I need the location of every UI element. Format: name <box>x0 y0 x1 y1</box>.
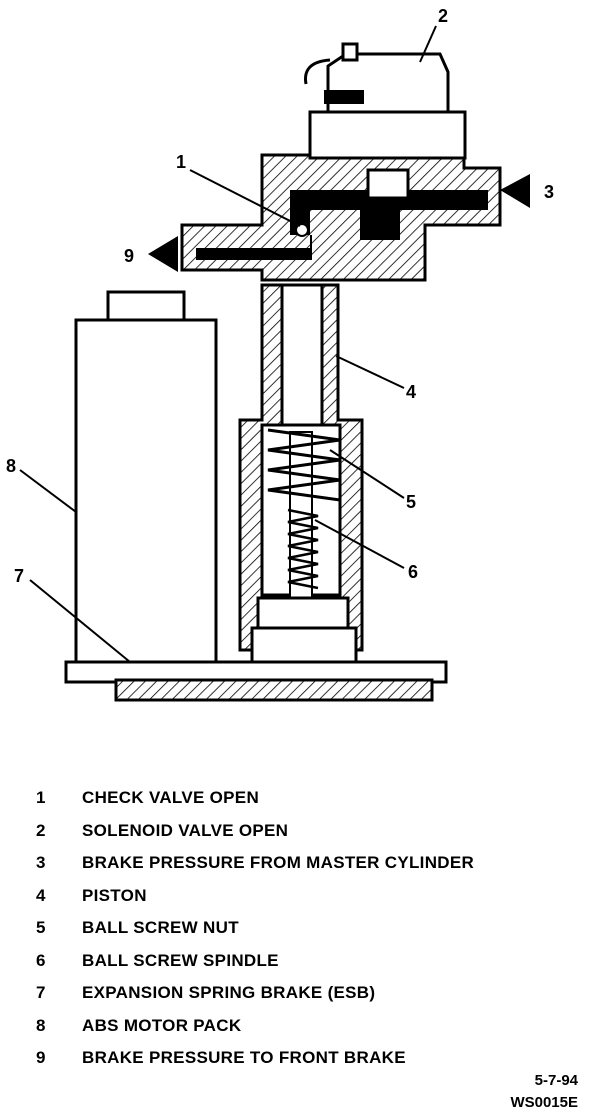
legend-item: 8 ABS MOTOR PACK <box>36 1010 576 1043</box>
legend-item: 7 EXPANSION SPRING BRAKE (ESB) <box>36 977 576 1010</box>
callout-8: 8 <box>6 456 16 476</box>
legend-label: BALL SCREW NUT <box>82 918 239 938</box>
legend-item: 6 BALL SCREW SPINDLE <box>36 945 576 978</box>
legend-item: 3 BRAKE PRESSURE FROM MASTER CYLINDER <box>36 847 576 880</box>
legend-label: BALL SCREW SPINDLE <box>82 950 279 970</box>
legend-number: 8 <box>36 1015 46 1035</box>
legend-label: SOLENOID VALVE OPEN <box>82 820 289 840</box>
ball-screw-assembly <box>250 428 358 664</box>
base-plate <box>64 660 448 702</box>
legend-item: 4 PISTON <box>36 880 576 913</box>
callout-9: 9 <box>124 246 134 266</box>
figure-code: WS0015E <box>510 1094 578 1111</box>
legend-label: BRAKE PRESSURE FROM MASTER CYLINDER <box>82 853 475 873</box>
callout-5: 5 <box>406 492 416 512</box>
abs-motor-pack <box>74 290 218 667</box>
legend-label: PISTON <box>82 885 147 905</box>
callout-3: 3 <box>544 182 554 202</box>
legend-number: 1 <box>36 788 46 808</box>
legend-number: 4 <box>36 885 46 905</box>
legend-label: CHECK VALVE OPEN <box>82 788 260 808</box>
abs-modulator-diagram: 1 2 3 4 5 6 7 8 9 <box>6 6 554 702</box>
legend-number: 7 <box>36 983 46 1003</box>
legend-item: 5 BALL SCREW NUT <box>36 912 576 945</box>
legend-number: 6 <box>36 950 46 970</box>
callout-7: 7 <box>14 566 24 586</box>
solenoid-valve <box>304 42 467 160</box>
arrow-out-icon <box>148 236 178 272</box>
callout-1: 1 <box>176 152 186 172</box>
legend-label: EXPANSION SPRING BRAKE (ESB) <box>82 983 376 1003</box>
callout-2: 2 <box>438 6 448 26</box>
callout-6: 6 <box>408 562 418 582</box>
legend-item: 1 CHECK VALVE OPEN <box>36 782 576 815</box>
legend-number: 3 <box>36 853 46 873</box>
legend-number: 5 <box>36 918 46 938</box>
legend-number: 9 <box>36 1048 46 1068</box>
leader-lines <box>19 25 437 663</box>
callout-4: 4 <box>406 382 416 402</box>
valve-block <box>180 153 502 282</box>
legend-label: BRAKE PRESSURE TO FRONT BRAKE <box>82 1048 406 1068</box>
legend-item: 9 BRAKE PRESSURE TO FRONT BRAKE <box>36 1042 576 1075</box>
legend-item: 2 SOLENOID VALVE OPEN <box>36 815 576 848</box>
legend-number: 2 <box>36 820 46 840</box>
legend: 1 CHECK VALVE OPEN 2 SOLENOID VALVE OPEN 3… <box>36 782 576 1075</box>
legend-label: ABS MOTOR PACK <box>82 1015 242 1035</box>
arrow-in-icon <box>500 174 530 208</box>
figure-date: 5-7-94 <box>534 1072 578 1089</box>
